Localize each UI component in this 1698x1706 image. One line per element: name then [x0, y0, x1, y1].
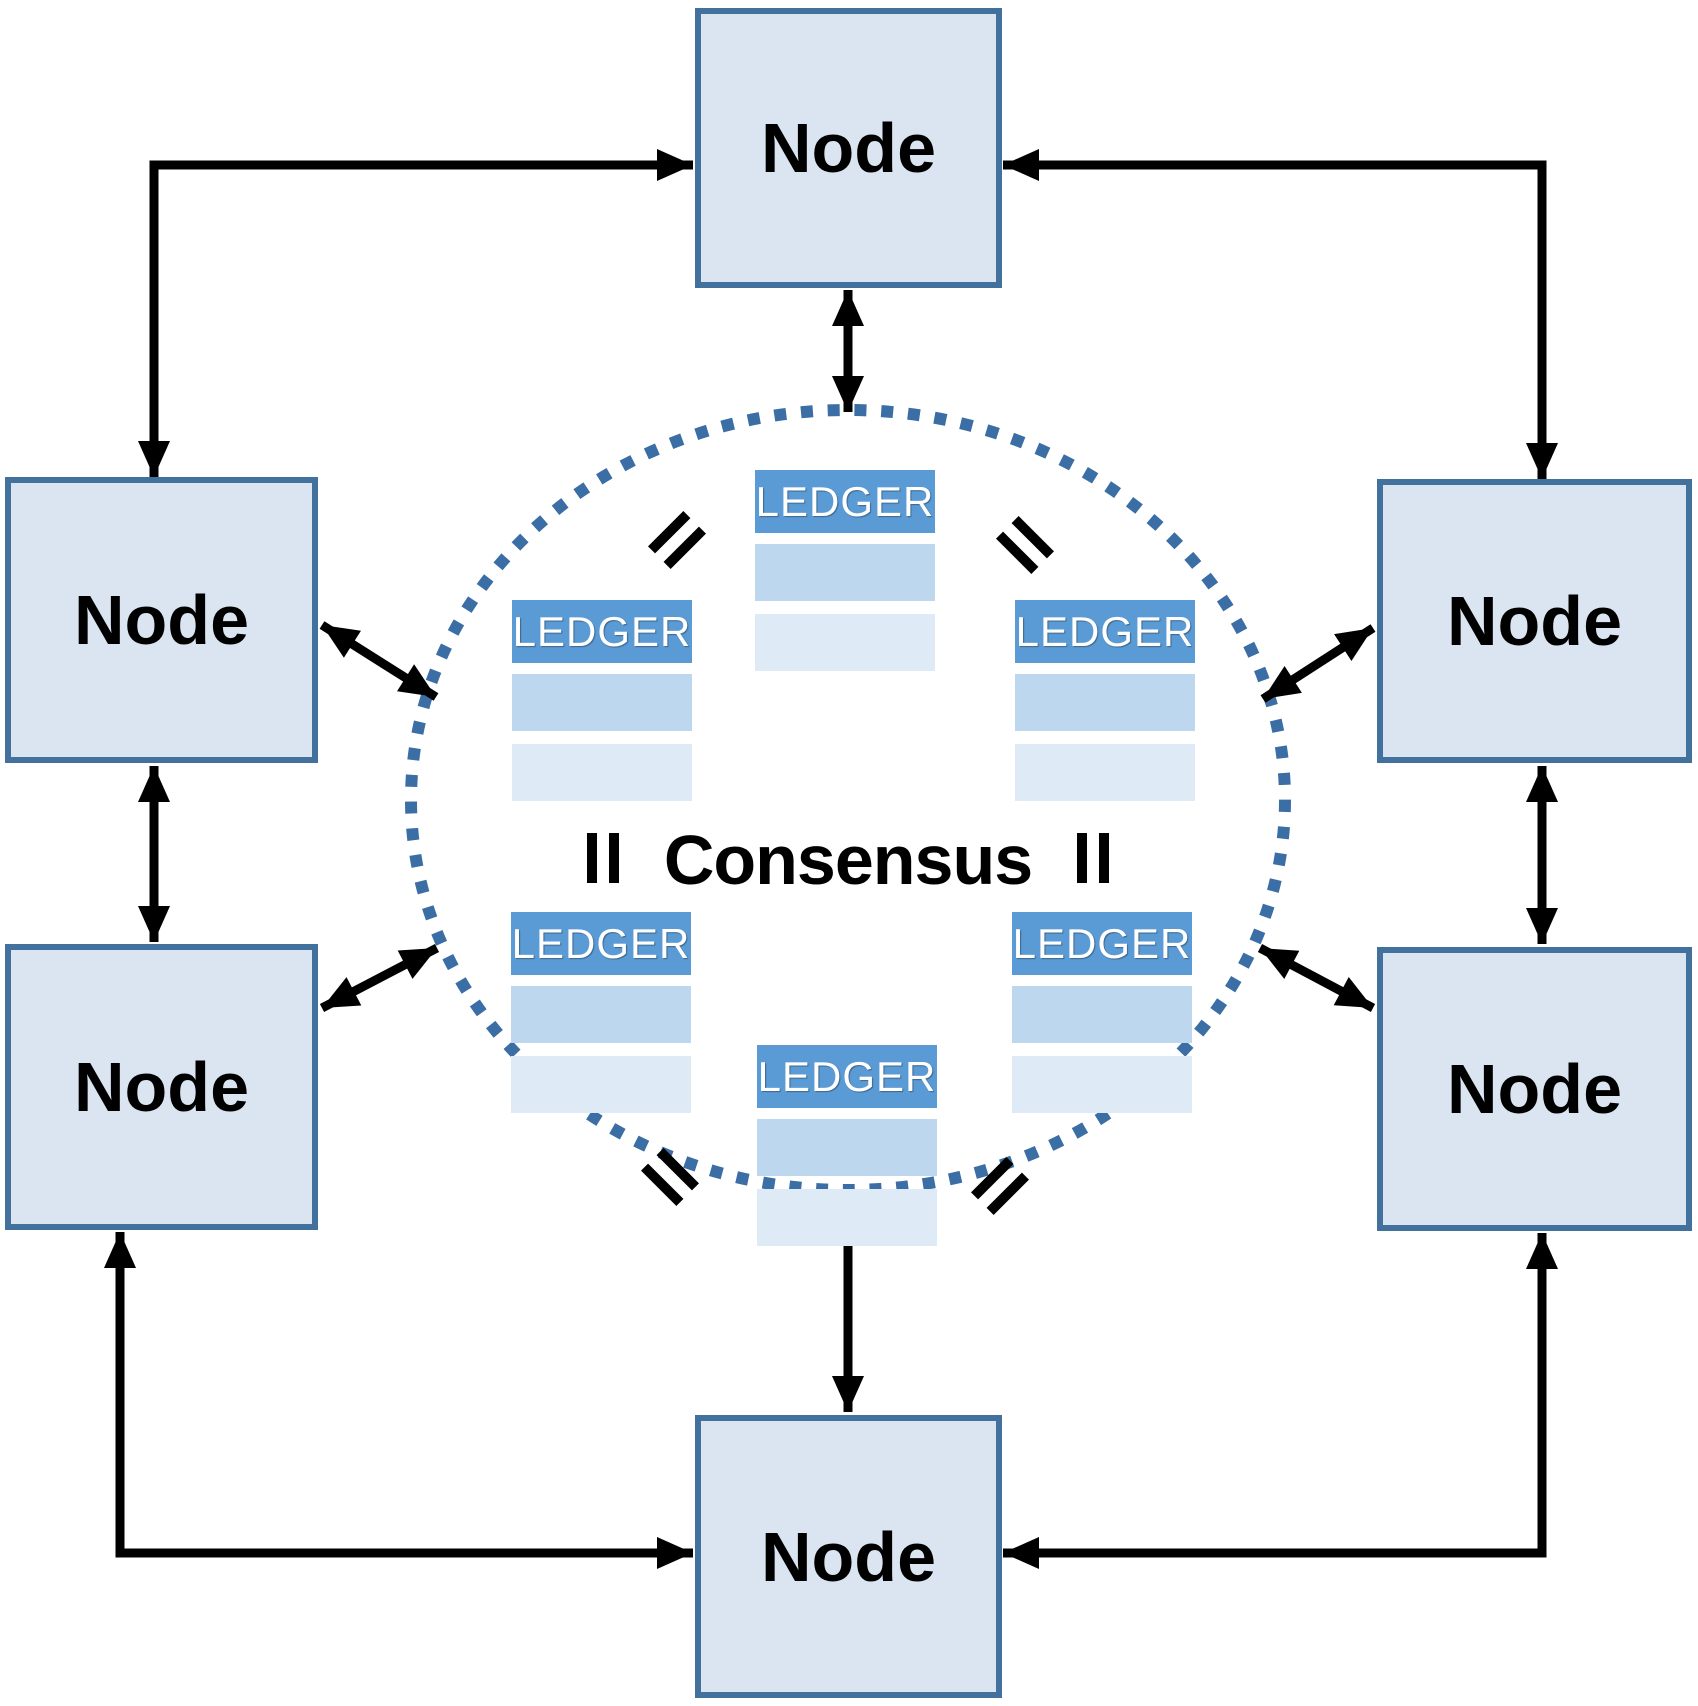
ledger-row: [1015, 744, 1195, 801]
ledger-table-upper-left: LEDGER: [512, 600, 692, 801]
ledger-header: LEDGER: [755, 470, 935, 533]
node-label: Node: [761, 1517, 936, 1596]
double-arrow-lower-right-node-to-circle: [1257, 944, 1376, 1012]
equals-icon: [1077, 833, 1109, 883]
ledger-row: [512, 674, 692, 731]
ledger-header: LEDGER: [1015, 600, 1195, 663]
ledger-row: [755, 614, 935, 671]
ledger-row: [511, 986, 691, 1043]
elbow-arrow-top-right: [1003, 149, 1558, 479]
ledger-table-lower-right: LEDGER: [1012, 912, 1192, 1113]
elbow-arrow-bottom-right: [1003, 1233, 1558, 1569]
ledger-row: [511, 1056, 691, 1113]
ledger-header: LEDGER: [512, 600, 692, 663]
node-label: Node: [1447, 1050, 1622, 1128]
ledger-table-lower-left: LEDGER: [511, 912, 691, 1113]
ledger-header: LEDGER: [757, 1045, 937, 1108]
node-label: Node: [1447, 582, 1622, 660]
node-label: Node: [74, 581, 249, 659]
node-lower-right: Node: [1377, 947, 1692, 1231]
node-bottom: Node: [695, 1415, 1002, 1698]
node-upper-right: Node: [1377, 479, 1692, 763]
ledger-header: LEDGER: [511, 912, 691, 975]
node-lower-left: Node: [5, 944, 318, 1230]
ledger-row: [757, 1119, 937, 1176]
node-label: Node: [74, 1048, 249, 1126]
node-label: Node: [761, 109, 936, 187]
double-arrow-upper-left-node-to-circle: [319, 621, 439, 701]
ledger-table-top: LEDGER: [755, 470, 935, 671]
ledger-row: [1015, 674, 1195, 731]
double-arrow-upper-right-node-to-circle: [1260, 624, 1376, 703]
elbow-arrow-bottom-left: [104, 1232, 693, 1569]
elbow-arrow-top-left: [138, 149, 693, 477]
ledger-table-bottom: LEDGER: [757, 1045, 937, 1246]
ledger-table-upper-right: LEDGER: [1015, 600, 1195, 801]
ledger-row: [512, 744, 692, 801]
consensus-title: Consensus: [663, 821, 1033, 899]
equals-icon: [587, 833, 619, 883]
ledger-row: [755, 544, 935, 601]
ledger-header: LEDGER: [1012, 912, 1192, 975]
node-top: Node: [695, 8, 1002, 288]
node-upper-left: Node: [5, 477, 318, 763]
ledger-row: [1012, 986, 1192, 1043]
ledger-row: [757, 1189, 937, 1246]
double-arrow-lower-left-node-to-circle: [319, 944, 440, 1012]
ledger-row: [1012, 1056, 1192, 1113]
